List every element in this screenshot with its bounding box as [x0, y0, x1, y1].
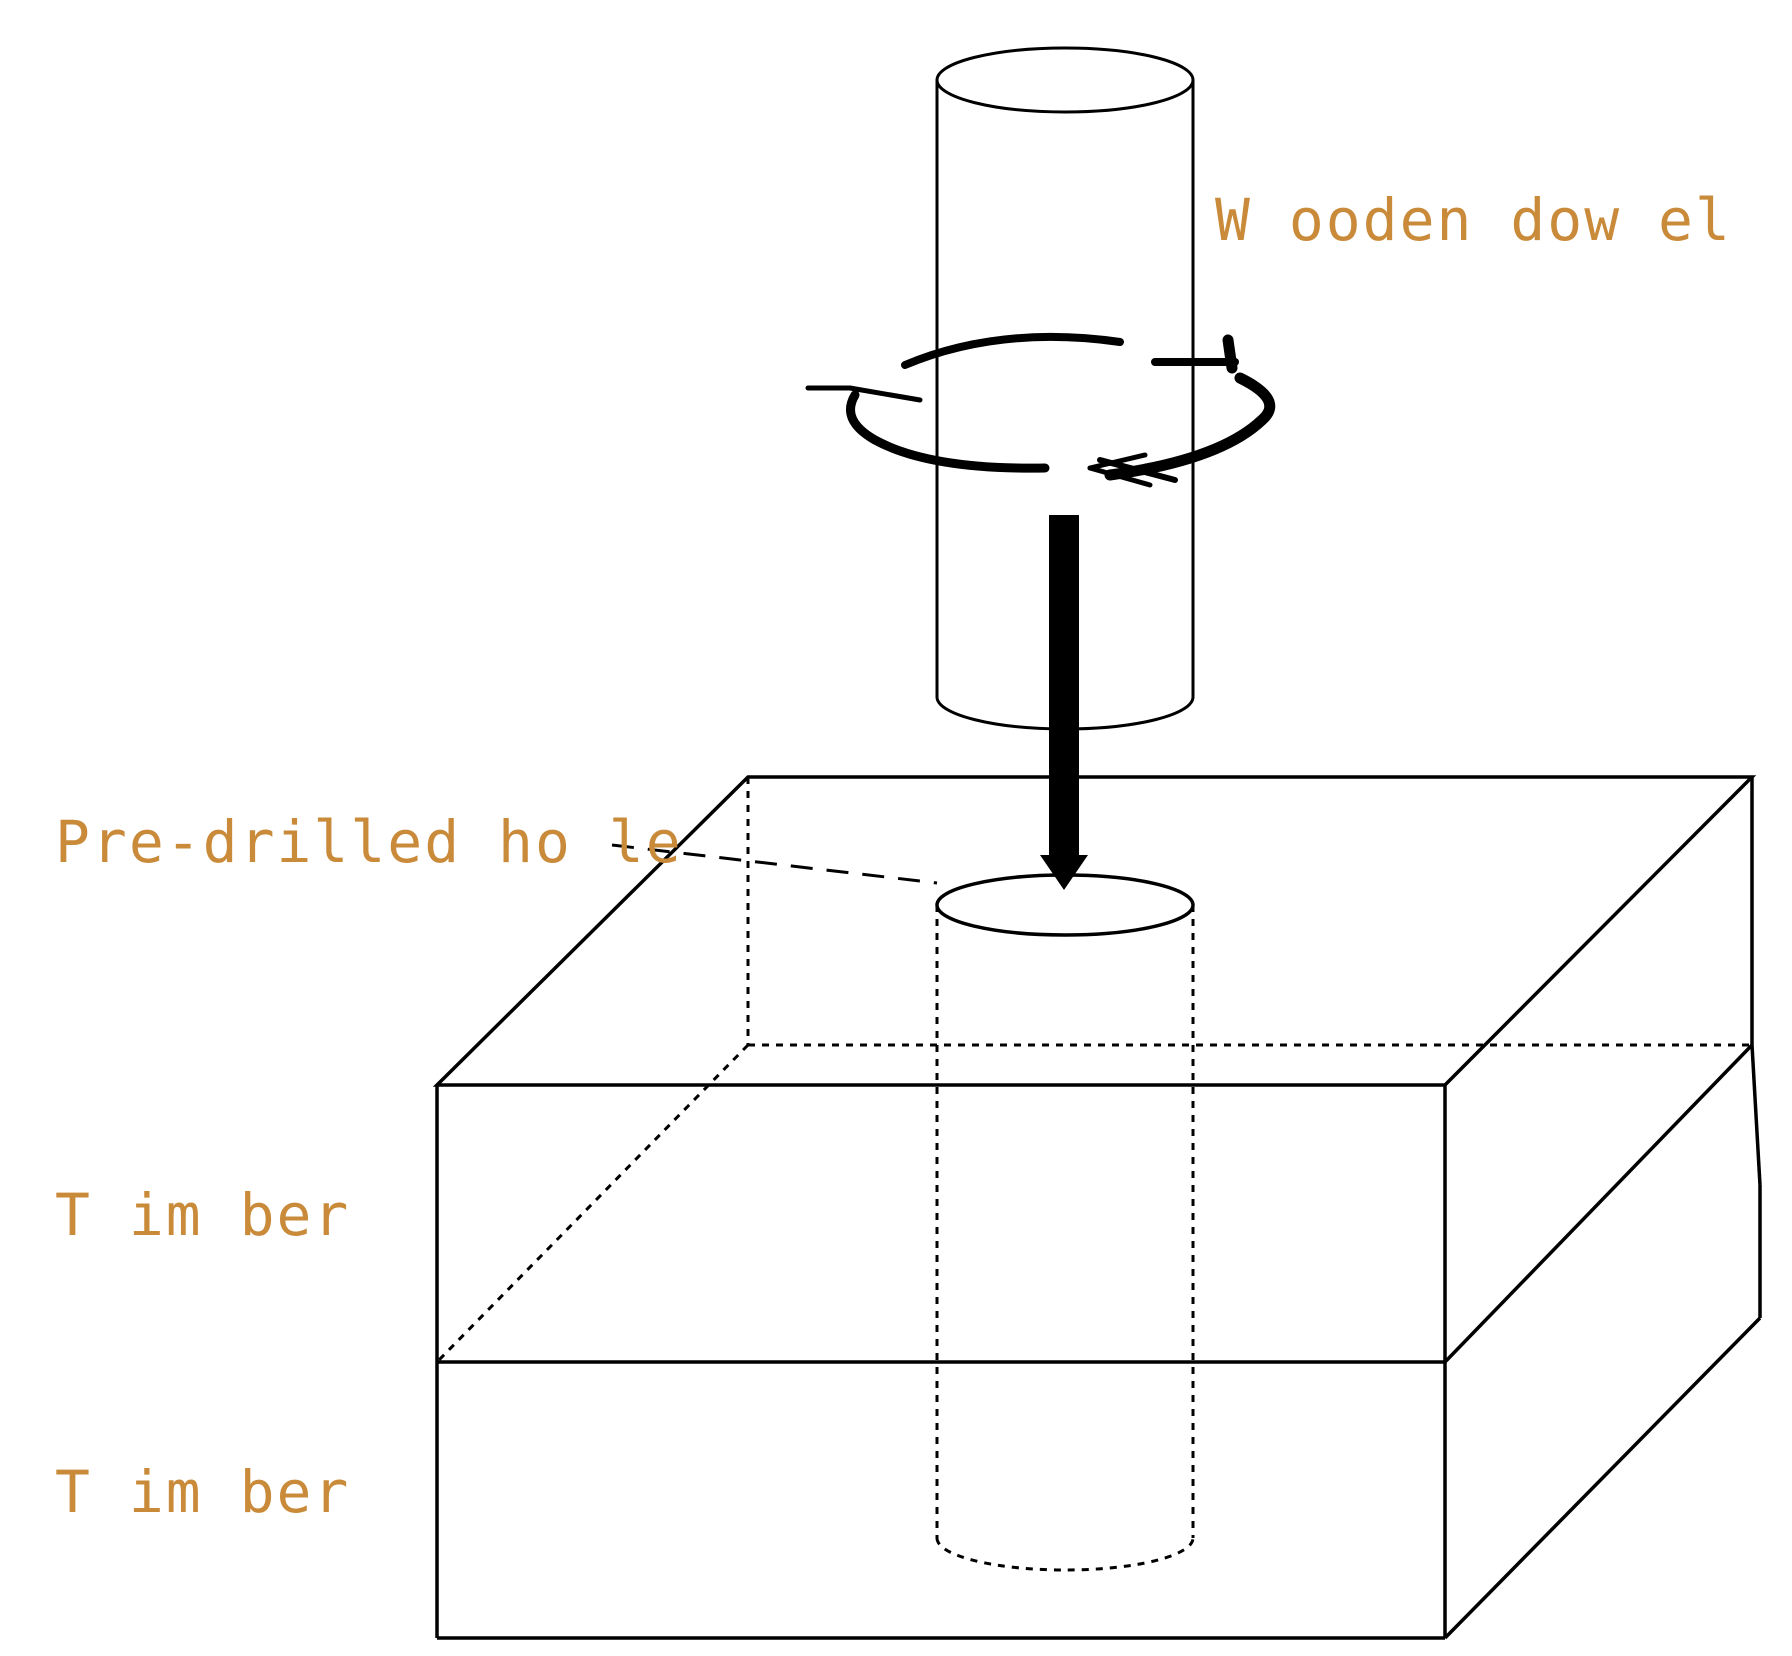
insertion-arrow-icon [1040, 515, 1088, 890]
rotation-arrow-icon [805, 332, 1276, 488]
timber-bottom-label: T im ber [55, 1458, 350, 1526]
timber-block [432, 775, 1762, 1640]
hole-leader-line [611, 843, 938, 885]
pre-drilled-hole-label: Pre-drilled ho le [55, 808, 683, 876]
timber-hidden-edges [435, 777, 1752, 1364]
dowel-top-ellipse [935, 46, 1195, 114]
pre-drilled-hole [935, 873, 1195, 1572]
timber-top-label: T im ber [55, 1181, 350, 1249]
wooden-dowel-label: W ooden dow el [1215, 186, 1732, 254]
